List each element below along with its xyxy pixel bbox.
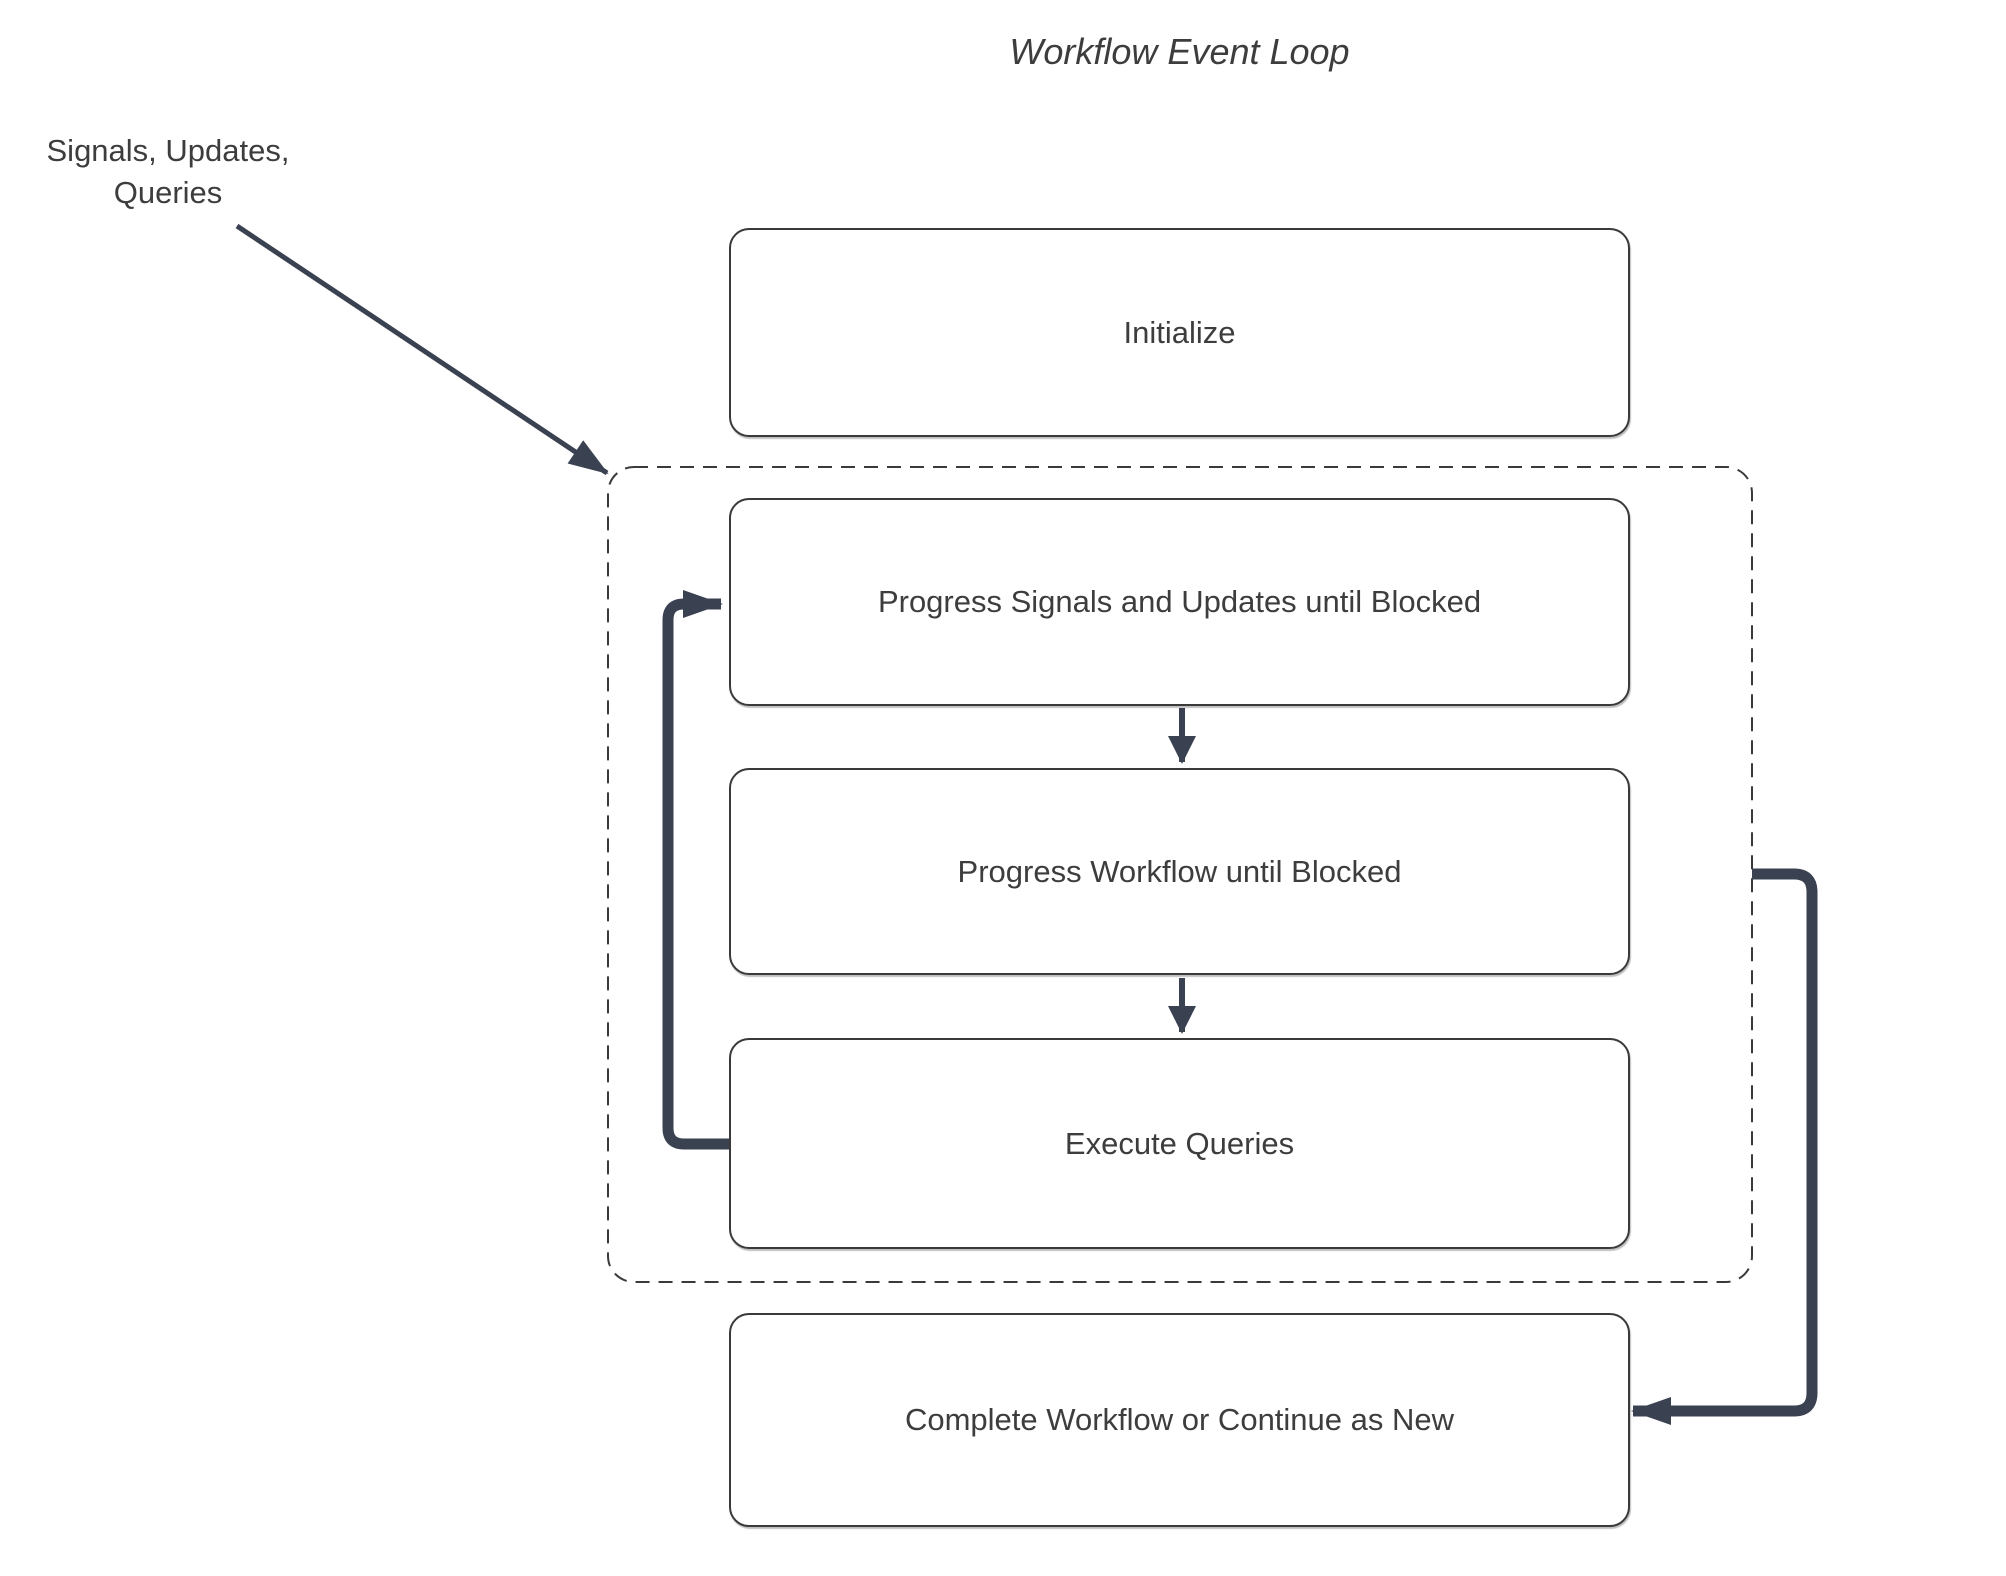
node-progress-workflow: Progress Workflow until Blocked <box>729 768 1630 975</box>
node-progress-signals-updates: Progress Signals and Updates until Block… <box>729 498 1630 706</box>
node-initialize: Initialize <box>729 228 1630 437</box>
diagram-title: Workflow Event Loop <box>1009 31 1350 72</box>
node-complete-or-continue: Complete Workflow or Continue as New <box>729 1313 1630 1527</box>
annotation-signals-updates-queries: Signals, Updates, Queries <box>46 133 290 210</box>
edge-execute-queries-loop-back <box>662 590 729 1150</box>
edge-annotation-into-event-loop <box>235 223 609 476</box>
node-label: Progress Workflow until Blocked <box>957 853 1402 889</box>
edge-event-loop-to-complete <box>1631 868 1818 1425</box>
node-label: Execute Queries <box>1064 1125 1295 1161</box>
node-label: Complete Workflow or Continue as New <box>904 1402 1455 1437</box>
node-execute-queries: Execute Queries <box>729 1038 1630 1249</box>
node-label: Initialize <box>1123 314 1236 350</box>
node-label: Progress Signals and Updates until Block… <box>877 584 1482 619</box>
